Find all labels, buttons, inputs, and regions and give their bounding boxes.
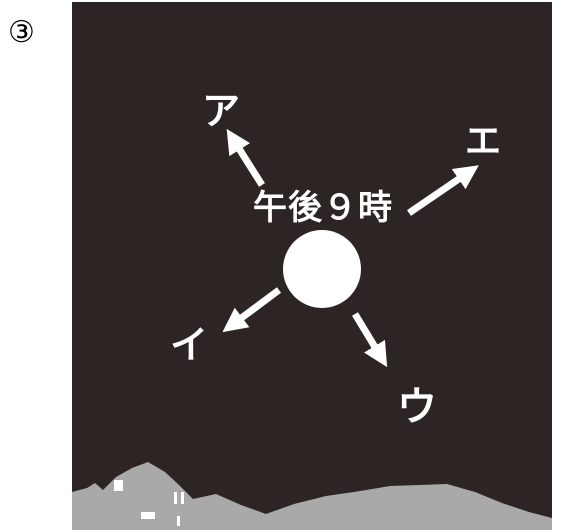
direction-label-u: ウ — [397, 384, 437, 430]
direction-label-e: エ — [465, 121, 502, 162]
direction-label-i: イ — [170, 323, 209, 367]
horizon-silhouette — [72, 462, 552, 530]
scene-drawing — [72, 128, 552, 530]
arrow-to-u — [352, 312, 388, 368]
moon — [283, 230, 361, 308]
lit-window — [114, 480, 123, 491]
lit-window — [141, 512, 155, 519]
lit-window — [174, 492, 177, 504]
time-label: 午後９時 — [253, 188, 393, 228]
lit-window — [177, 516, 180, 526]
question-number: ③ — [8, 15, 35, 50]
arrow-to-a — [226, 128, 265, 187]
arrow-to-i — [222, 287, 282, 333]
direction-label-a: ア — [202, 89, 241, 133]
lit-window — [181, 492, 184, 504]
night-sky-scene: 午後９時 ア エ イ ウ — [72, 2, 552, 530]
arrow-to-e — [407, 165, 479, 216]
